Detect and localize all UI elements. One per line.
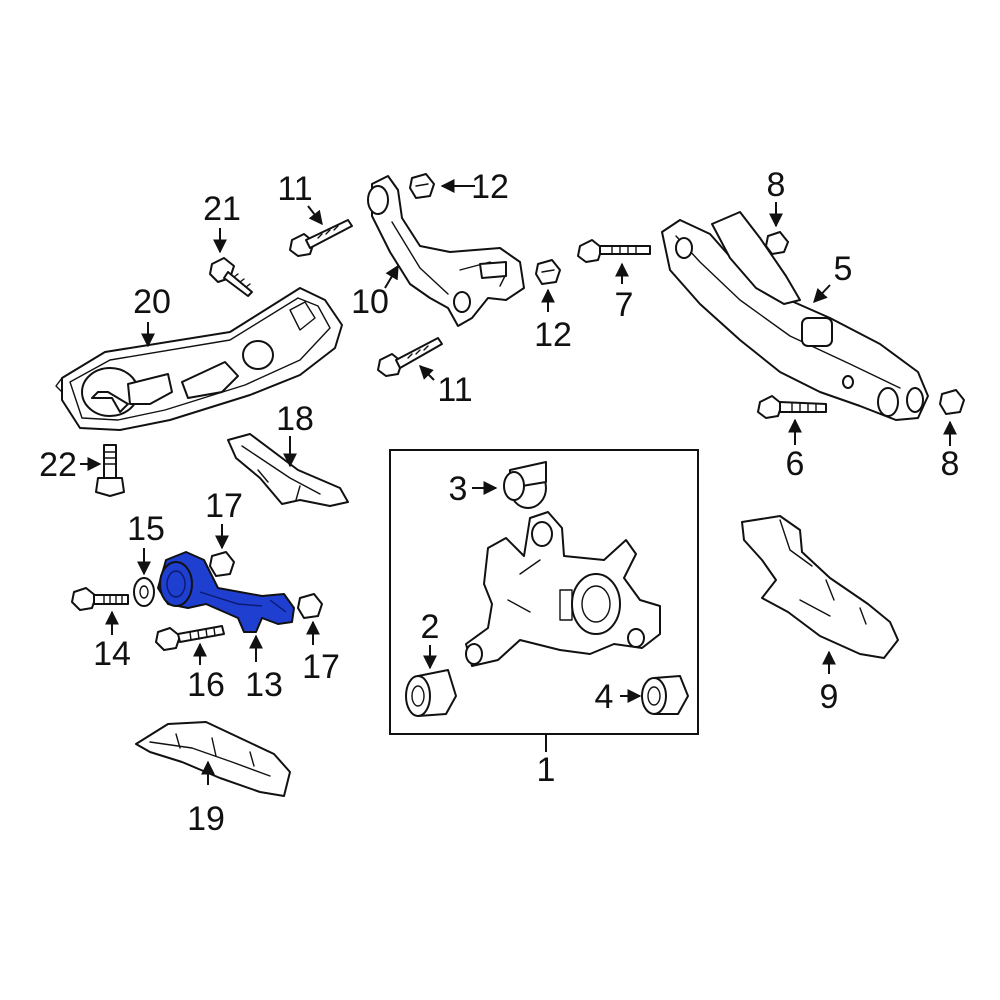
- shield-19[interactable]: [135, 721, 291, 797]
- callout-17-right: 17: [302, 648, 340, 686]
- bushing-4[interactable]: [641, 675, 689, 715]
- callout-10: 10: [351, 283, 389, 321]
- callout-18: 18: [276, 400, 314, 438]
- callout-22: 22: [39, 446, 77, 484]
- callout-15: 15: [127, 510, 165, 548]
- callout-17-upper: 17: [205, 487, 243, 525]
- callout-8-upper: 8: [767, 166, 786, 204]
- callout-6: 6: [786, 445, 805, 483]
- shield-9[interactable]: [741, 515, 899, 659]
- callout-5: 5: [834, 250, 853, 288]
- control-arm-20[interactable]: [55, 287, 343, 431]
- bolt-14[interactable]: [71, 587, 129, 611]
- leader-lines: [80, 179, 957, 785]
- callout-12-lower: 12: [534, 316, 572, 354]
- nut-17-right[interactable]: [297, 593, 323, 619]
- callout-16: 16: [187, 666, 225, 704]
- nut-17-upper[interactable]: [209, 551, 235, 577]
- shield-18[interactable]: [227, 433, 349, 507]
- callout-12-upper: 12: [471, 168, 509, 206]
- trailing-arm-5[interactable]: [661, 211, 929, 421]
- bolt-7[interactable]: [577, 239, 651, 263]
- callout-4: 4: [595, 678, 614, 716]
- control-arm-10[interactable]: [367, 175, 525, 327]
- nut-12-lower[interactable]: [535, 259, 561, 285]
- callout-11-upper: 11: [277, 170, 312, 208]
- nut-12-upper[interactable]: [409, 173, 435, 199]
- washer-15[interactable]: [133, 577, 155, 607]
- knuckle-group-frame: [389, 449, 699, 735]
- bolt-11-upper[interactable]: [289, 219, 353, 257]
- knuckle-1[interactable]: [465, 511, 661, 667]
- bolt-11-lower[interactable]: [377, 337, 443, 377]
- callout-13: 13: [245, 666, 283, 704]
- callout-8-lower: 8: [941, 445, 960, 483]
- bolt-22[interactable]: [95, 444, 125, 497]
- toe-link-13-highlighted[interactable]: [157, 551, 295, 633]
- callout-2: 2: [421, 608, 440, 646]
- bolt-6[interactable]: [757, 395, 827, 419]
- bushing-3[interactable]: [503, 461, 547, 509]
- nut-8-lower[interactable]: [939, 389, 965, 415]
- callout-21: 21: [203, 190, 241, 228]
- bolt-16[interactable]: [155, 625, 225, 651]
- bushing-2[interactable]: [405, 669, 457, 717]
- callout-3: 3: [449, 470, 468, 508]
- nut-8-upper[interactable]: [765, 231, 789, 255]
- callout-19: 19: [187, 800, 225, 838]
- callout-9: 9: [820, 678, 839, 716]
- callout-7: 7: [615, 286, 634, 324]
- callout-14: 14: [93, 635, 131, 673]
- callout-11-lower: 11: [437, 371, 472, 409]
- bolt-21[interactable]: [209, 257, 253, 297]
- callout-1: 1: [537, 751, 556, 789]
- callout-20: 20: [133, 283, 171, 321]
